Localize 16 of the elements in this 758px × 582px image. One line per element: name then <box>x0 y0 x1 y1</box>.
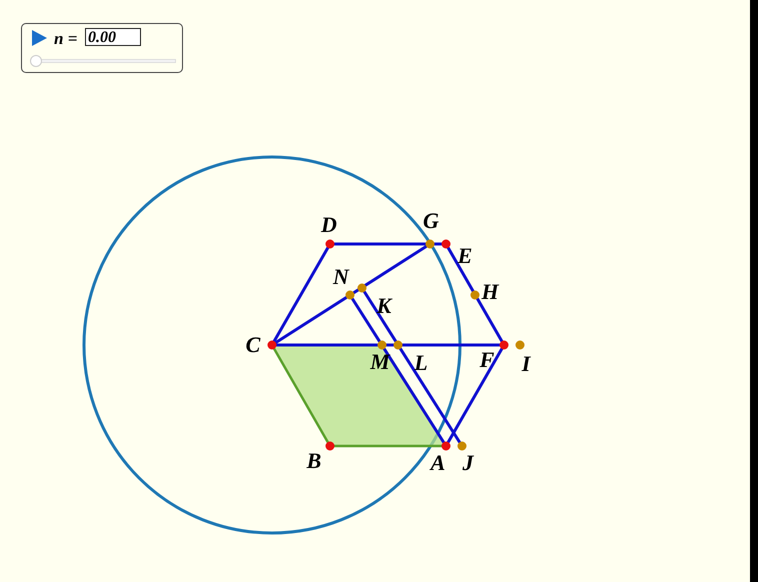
point-label: B <box>306 450 322 472</box>
point-label: H <box>481 281 499 303</box>
point-label: A <box>430 452 446 474</box>
point-label: M <box>370 351 390 373</box>
point-label: F <box>480 349 494 371</box>
point-label: C <box>246 334 260 356</box>
point-label: N <box>333 266 349 288</box>
point-label: E <box>458 245 472 267</box>
point-label: J <box>462 452 474 474</box>
parameter-label: n = <box>54 29 78 49</box>
point-label: K <box>376 295 392 317</box>
point-label: G <box>423 210 439 232</box>
value-field: 0.00 <box>85 28 141 46</box>
point-label: I <box>522 353 530 375</box>
point-label: L <box>414 352 428 374</box>
point-label: D <box>321 214 337 236</box>
